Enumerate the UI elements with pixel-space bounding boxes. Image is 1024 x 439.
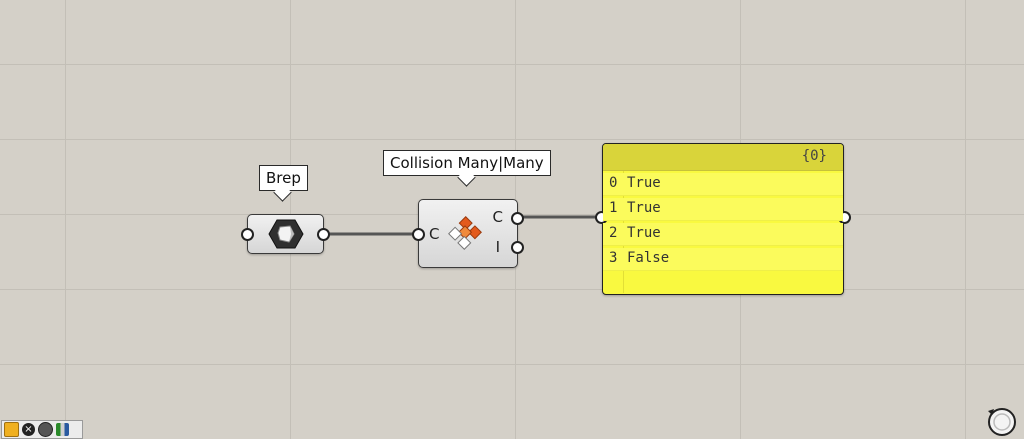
collision-many-many-component[interactable]: C C I [412, 199, 524, 268]
panel-row-value: False [627, 250, 670, 266]
panel-header: {0} [603, 144, 843, 171]
data-panel[interactable]: {0} 0 True 1 True 2 True 3 False [595, 143, 851, 295]
panel-row-index: 3 [609, 250, 618, 266]
brep-component[interactable] [241, 214, 330, 254]
panel-row: 0 True [603, 173, 843, 196]
collision-cubes-icon [448, 216, 482, 250]
canvas-icon[interactable] [4, 422, 19, 437]
chart-icon[interactable] [56, 423, 69, 436]
close-icon[interactable]: × [22, 423, 35, 436]
panel-row-index: 0 [609, 175, 618, 191]
brep-tooltip: Brep [259, 165, 308, 191]
status-bar: × [1, 420, 83, 439]
globe-icon[interactable] [38, 422, 53, 437]
panel-row-value: True [627, 175, 661, 191]
panel-row: 3 False [603, 248, 843, 271]
navigation-circle-icon[interactable] [985, 405, 1017, 437]
panel-path-label: {0} [801, 148, 827, 164]
collision-tooltip-label: Collision Many|Many [390, 154, 544, 172]
panel-row-value: True [627, 225, 661, 241]
brep-hexagon-icon [268, 219, 304, 249]
panel-row-value: True [627, 200, 661, 216]
collision-output-label-c: C [492, 208, 503, 226]
collision-input-port-c[interactable] [412, 228, 425, 241]
collision-tooltip: Collision Many|Many [383, 150, 551, 176]
panel-row: 1 True [603, 198, 843, 221]
collision-input-label: C [429, 225, 440, 243]
panel-row: 2 True [603, 223, 843, 246]
collision-output-port-c[interactable] [511, 212, 524, 225]
panel-row-index: 1 [609, 200, 618, 216]
collision-output-port-i[interactable] [511, 241, 524, 254]
brep-tooltip-label: Brep [266, 169, 301, 187]
collision-output-label-i: I [495, 238, 500, 256]
brep-input-port[interactable] [241, 228, 254, 241]
panel-row-index: 2 [609, 225, 618, 241]
brep-output-port[interactable] [317, 228, 330, 241]
